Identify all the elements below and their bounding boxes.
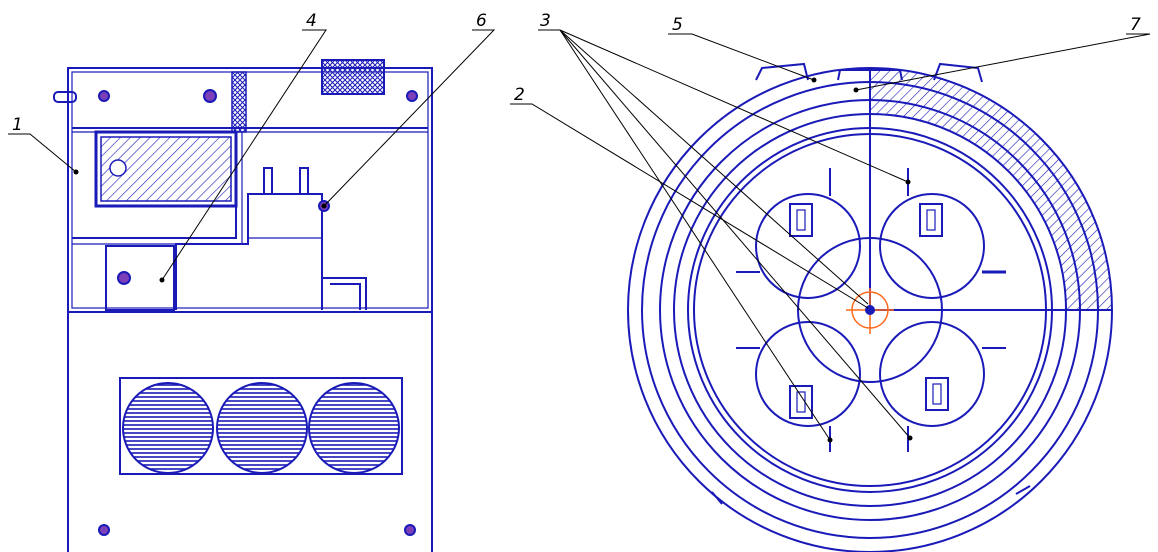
leader-4 [161, 29, 327, 281]
leader-1 [8, 133, 77, 173]
tab-bottom-right [1015, 485, 1031, 495]
leader-5 [668, 33, 815, 81]
lobe-top-right [879, 193, 985, 299]
label-4: 4 [306, 11, 317, 31]
label-5: 5 [672, 15, 683, 35]
tab-left [755, 62, 809, 81]
spokes [736, 168, 1006, 452]
front-view [53, 59, 433, 552]
tab-center [837, 69, 903, 81]
insulation-strip [231, 71, 247, 133]
leader-lines [8, 29, 1151, 443]
lobe-bottom-right [879, 321, 985, 427]
label-7: 7 [1130, 15, 1141, 35]
slots [789, 203, 949, 419]
label-2: 2 [514, 85, 525, 105]
hatched-section [870, 68, 1112, 310]
fan-1 [122, 382, 214, 474]
leader-2 [510, 103, 869, 309]
label-3: 3 [540, 11, 551, 31]
top-grille [321, 59, 385, 95]
fan-2 [216, 382, 308, 474]
lobe-top-left [755, 193, 861, 299]
leader-3d [559, 29, 911, 439]
leader-6 [323, 29, 496, 207]
fan-grilles [122, 382, 400, 474]
callout-labels: 1 4 6 3 2 5 7 [12, 11, 1141, 135]
bolt-icon [98, 89, 418, 536]
plan-view [627, 62, 1113, 552]
transformer-hole [109, 159, 127, 177]
terminal-box [105, 245, 175, 311]
tab-bottom-left [711, 491, 723, 505]
leader-7 [855, 33, 1151, 91]
fan-panel [119, 377, 403, 475]
bracket [322, 277, 367, 310]
label-1: 1 [12, 115, 23, 135]
tab-right [933, 62, 983, 83]
leader-3b [559, 29, 869, 305]
lobe-bottom-left [755, 321, 861, 427]
leader-3c [559, 29, 831, 441]
housing-inner-wall [71, 71, 429, 309]
center-hub [797, 237, 943, 383]
side-pin [53, 91, 77, 103]
lobes [755, 193, 985, 427]
relay-pins [263, 167, 309, 194]
relay-housing [175, 193, 323, 310]
leader-3a [559, 29, 909, 183]
fan-3 [308, 382, 400, 474]
label-6: 6 [476, 11, 487, 31]
